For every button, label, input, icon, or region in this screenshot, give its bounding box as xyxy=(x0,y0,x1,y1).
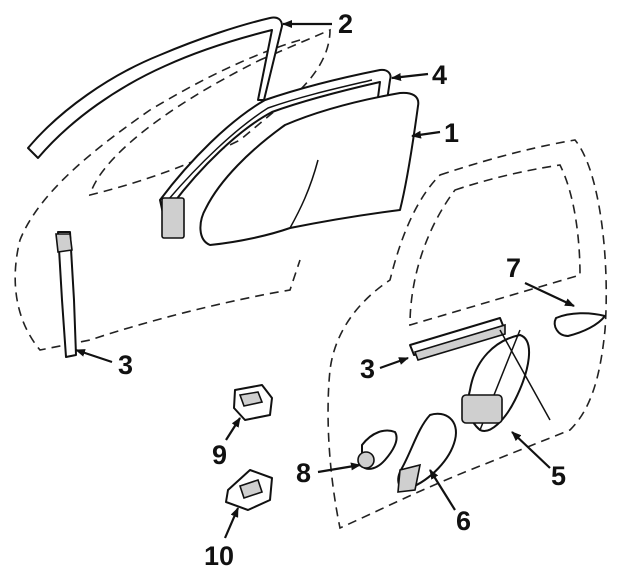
callout-7: 7 xyxy=(506,253,521,283)
callout-leaders xyxy=(75,20,575,539)
rear-door-outline xyxy=(327,139,607,530)
door-glass xyxy=(199,91,420,246)
callout-4: 4 xyxy=(432,60,447,90)
front-door-outline xyxy=(14,28,331,351)
regulator-motor xyxy=(357,429,398,470)
bracket-lower xyxy=(225,469,273,511)
callout-3-upper: 3 xyxy=(118,350,133,380)
callout-1: 1 xyxy=(444,118,459,148)
callout-8: 8 xyxy=(296,458,311,488)
run-channel-upper xyxy=(27,16,283,159)
callout-9: 9 xyxy=(212,440,227,470)
lower-channel-front xyxy=(55,231,77,358)
glass-run-seal xyxy=(159,68,392,239)
callout-10: 10 xyxy=(204,541,234,571)
door-handle xyxy=(553,312,606,337)
callout-3-lower: 3 xyxy=(360,354,375,384)
callout-6: 6 xyxy=(456,506,471,536)
regulator-motor-cover xyxy=(397,412,457,493)
bracket-upper xyxy=(233,384,273,421)
callout-2: 2 xyxy=(338,9,353,39)
callout-5: 5 xyxy=(551,461,566,491)
regulator-track xyxy=(409,317,506,361)
window-regulator xyxy=(461,329,551,432)
